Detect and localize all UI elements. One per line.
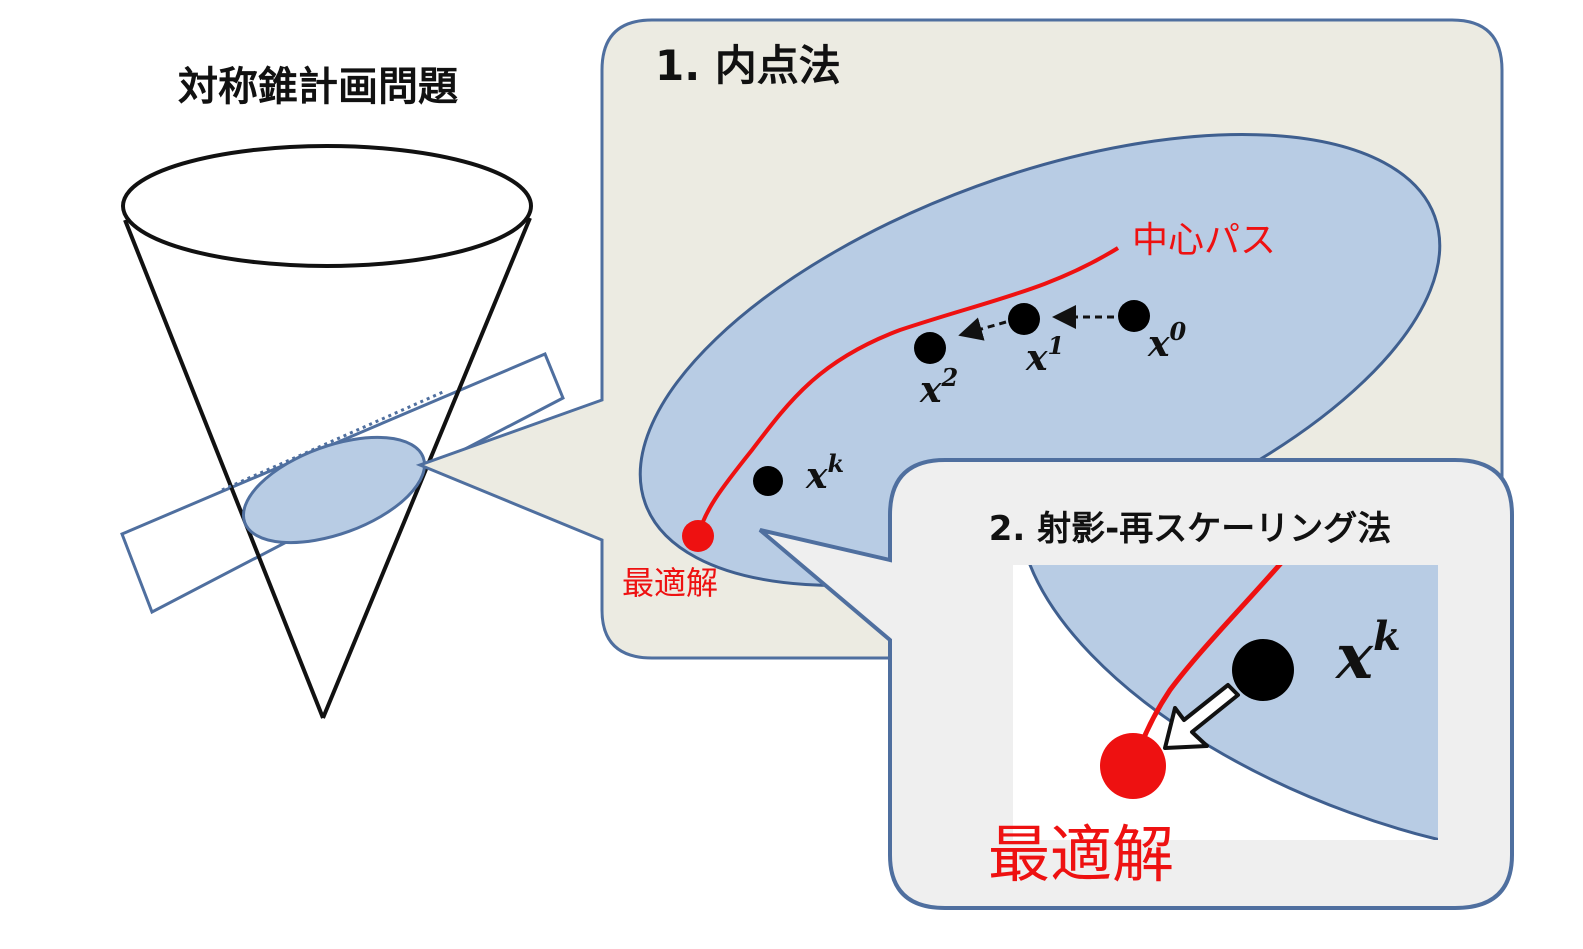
point-xk <box>753 466 783 496</box>
projection-arrow <box>1163 683 1240 750</box>
point-x1 <box>1008 303 1040 335</box>
zoom-point-xk <box>1232 639 1294 701</box>
optimal-point <box>682 520 714 552</box>
optimal-label: 最適解 <box>622 564 718 602</box>
hidden-plane-edge <box>221 390 444 492</box>
label-x2: x2 <box>919 363 958 411</box>
label-xk: xk <box>805 449 844 497</box>
central-path-label: 中心パス <box>1132 220 1276 261</box>
cutting-plane <box>120 352 565 615</box>
cone-top-ellipse <box>121 144 533 268</box>
interior-point-title: 1. 内点法 <box>655 41 841 90</box>
cross-section-ellipse <box>241 435 427 545</box>
projection-rescaling-title: 2. 射影-再スケーリング法 <box>989 509 1392 549</box>
point-x0 <box>1118 300 1150 332</box>
cone-left-edge <box>123 219 325 719</box>
cone-title: 対称錐計画問題 <box>178 64 458 110</box>
zoom-feasible-region <box>1017 565 1438 840</box>
zoom-label-xk: xk <box>1334 613 1401 693</box>
zoom-optimal-point <box>1100 733 1166 799</box>
cone-figure <box>120 144 565 719</box>
zoom-optimal-label: 最適解 <box>988 818 1174 891</box>
label-x0: x0 <box>1147 317 1186 365</box>
point-x2 <box>914 332 946 364</box>
label-x1: x1 <box>1025 331 1064 379</box>
central-path <box>696 246 1120 537</box>
step-arrow-x1-x2 <box>958 317 1007 341</box>
